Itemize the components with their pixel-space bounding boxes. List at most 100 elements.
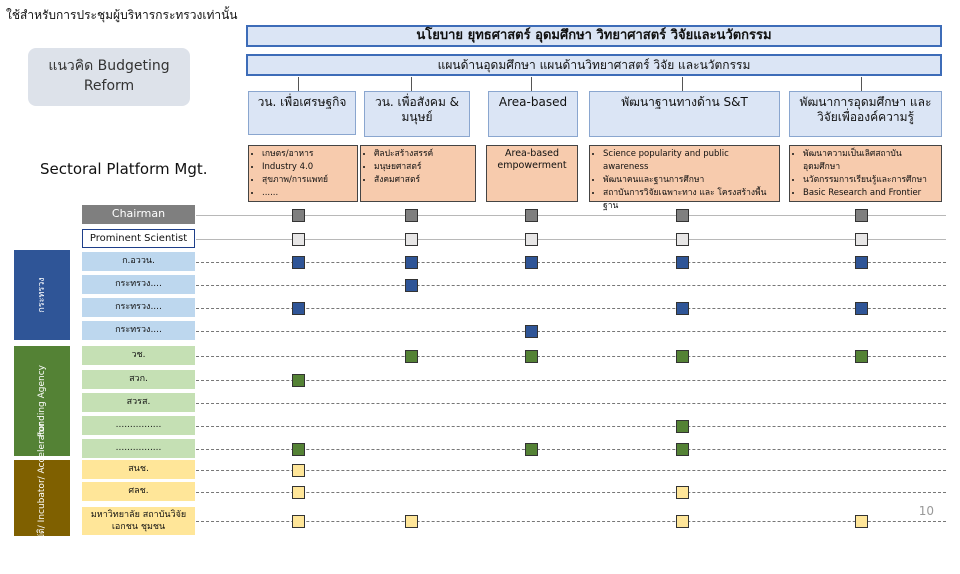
group-ministry: กระทรวง [14, 250, 70, 340]
page-number: 10 [918, 504, 934, 518]
matrix-marker [292, 515, 305, 528]
list-item: ...... [262, 187, 353, 200]
policy-banner: นโยบาย ยุทธศาสตร์ อุดมศึกษา วิทยาศาสตร์ … [246, 25, 942, 47]
matrix-marker [405, 256, 418, 269]
col-header-area: Area-based [488, 91, 578, 137]
matrix-marker [676, 256, 689, 269]
matrix-marker [855, 209, 868, 222]
matrix-marker [292, 233, 305, 246]
row-line [196, 215, 946, 216]
row-label: มหาวิทยาลัย สถาบันวิจัย เอกชน ชุมชน [82, 507, 195, 535]
list-item: Science popularity and public awareness [603, 148, 775, 174]
matrix-marker [855, 302, 868, 315]
matrix-marker [405, 350, 418, 363]
col-detail-society: ศิลปะสร้างสรรค์ มนุษยศาสตร์ สังคมศาสตร์ [360, 145, 476, 202]
row-line [196, 521, 946, 522]
col-detail-economy: เกษตร/อาหาร Industry 4.0 สุขภาพ/การแพทย์… [248, 145, 358, 202]
matrix-marker [525, 256, 538, 269]
matrix-marker [525, 233, 538, 246]
group-label: หน่วยปฏิบัติ/ Incubator/ Accelerator [37, 422, 47, 574]
concept-label: แนวคิด Budgeting Reform [28, 48, 190, 106]
list-item: Industry 4.0 [262, 161, 353, 174]
matrix-marker [676, 233, 689, 246]
connector-line [411, 77, 412, 91]
list-item: พัฒนาคนและฐานการศึกษา [603, 174, 775, 187]
list-item: เกษตร/อาหาร [262, 148, 353, 161]
group-label: กระทรวง [37, 277, 47, 313]
col-detail-st: Science popularity and public awareness … [589, 145, 780, 211]
row-label: ศลช. [82, 482, 195, 501]
row-line [196, 426, 946, 427]
row-line [196, 492, 946, 493]
matrix-marker [405, 233, 418, 246]
matrix-marker [292, 443, 305, 456]
row-line [196, 449, 946, 450]
connector-line [531, 77, 532, 91]
row-label: วช. [82, 346, 195, 365]
row-label: กระทรวง.... [82, 275, 195, 294]
matrix-marker [855, 350, 868, 363]
col-header-st: พัฒนาฐานทางด้าน S&T [589, 91, 780, 137]
row-line [196, 380, 946, 381]
connector-line [861, 77, 862, 91]
matrix-marker [405, 515, 418, 528]
row-label: กระทรวง.... [82, 298, 195, 317]
row-label: สวก. [82, 370, 195, 389]
row-line [196, 470, 946, 471]
row-label: ก.อววน. [82, 252, 195, 271]
row-line [196, 356, 946, 357]
connector-line [682, 77, 683, 91]
matrix-marker [676, 209, 689, 222]
row-label: Chairman [82, 205, 195, 224]
row-line [196, 331, 946, 332]
row-line [196, 262, 946, 263]
sectoral-title: Sectoral Platform Mgt. [40, 160, 208, 178]
col-detail-area: Area-based empowerment [486, 145, 578, 202]
row-line [196, 308, 946, 309]
row-label: กระทรวง.... [82, 321, 195, 340]
matrix-marker [676, 515, 689, 528]
row-label: สนช. [82, 460, 195, 479]
matrix-marker [292, 302, 305, 315]
header-note: ใช้สำหรับการประชุมผู้บริหารกระทรวงเท่านั… [6, 8, 238, 22]
matrix-marker [292, 464, 305, 477]
col-header-society: วน. เพื่อสังคม & มนุษย์ [364, 91, 470, 137]
list-item: มนุษยศาสตร์ [374, 161, 471, 174]
matrix-marker [405, 209, 418, 222]
list-item: พัฒนาความเป็นเลิศสถาบันอุดมศึกษา [803, 148, 937, 174]
group-funding-agency: Funding Agency [14, 346, 70, 456]
row-line [196, 239, 946, 240]
group-implementer: หน่วยปฏิบัติ/ Incubator/ Accelerator [14, 422, 70, 574]
matrix-marker [405, 279, 418, 292]
matrix-marker [525, 443, 538, 456]
col-header-higher-ed: พัฒนาการอุดมศึกษา และวิจัยเพื่อองค์ความร… [789, 91, 942, 137]
matrix-marker [855, 233, 868, 246]
list-item: สุขภาพ/การแพทย์ [262, 174, 353, 187]
matrix-marker [292, 486, 305, 499]
list-item: สถาบันการวิจัยเฉพาะทาง และ โครงสร้างพื้น… [603, 187, 775, 213]
matrix-marker [292, 256, 305, 269]
list-item: นวัตกรรมการเรียนรู้และการศึกษา [803, 174, 937, 187]
plan-banner: แผนด้านอุดมศึกษา แผนด้านวิทยาศาสตร์ วิจั… [246, 54, 942, 76]
matrix-marker [525, 350, 538, 363]
row-label: สวรส. [82, 393, 195, 412]
list-item: ศิลปะสร้างสรรค์ [374, 148, 471, 161]
matrix-marker [676, 443, 689, 456]
matrix-marker [525, 209, 538, 222]
connector-line [298, 77, 299, 91]
matrix-marker [676, 486, 689, 499]
matrix-marker [676, 420, 689, 433]
matrix-marker [855, 256, 868, 269]
row-label: ................ [82, 416, 195, 435]
row-label: ................ [82, 439, 195, 458]
list-item: สังคมศาสตร์ [374, 174, 471, 187]
matrix-marker [292, 209, 305, 222]
col-header-economy: วน. เพื่อเศรษฐกิจ [248, 91, 356, 135]
matrix-marker [676, 302, 689, 315]
col-detail-higher-ed: พัฒนาความเป็นเลิศสถาบันอุดมศึกษา นวัตกรร… [789, 145, 942, 202]
list-item: Basic Research and Frontier [803, 187, 937, 200]
matrix-marker [855, 515, 868, 528]
row-line [196, 403, 946, 404]
matrix-marker [676, 350, 689, 363]
row-label: Prominent Scientist [82, 229, 195, 248]
